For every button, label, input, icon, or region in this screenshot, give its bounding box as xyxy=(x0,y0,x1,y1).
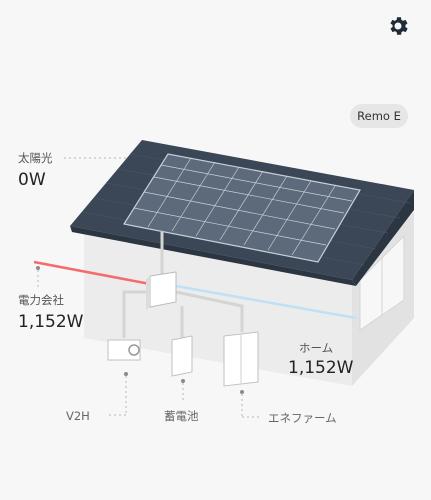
battery-label: 蓄電池 xyxy=(164,409,199,423)
enefarm-label: エネファーム xyxy=(268,411,337,425)
solar-label: 太陽光 xyxy=(18,151,53,165)
v2h-label: V2H xyxy=(66,409,90,423)
grid-label: 電力会社 xyxy=(18,293,64,307)
gear-icon xyxy=(390,17,408,35)
device-selector-chip[interactable]: Remo E xyxy=(350,104,408,128)
settings-button[interactable] xyxy=(386,14,410,38)
home-value: 1,152W xyxy=(288,358,354,378)
grid-value: 1,152W xyxy=(18,312,84,332)
home-label: ホーム xyxy=(299,341,334,355)
solar-value: 0W xyxy=(18,170,46,190)
